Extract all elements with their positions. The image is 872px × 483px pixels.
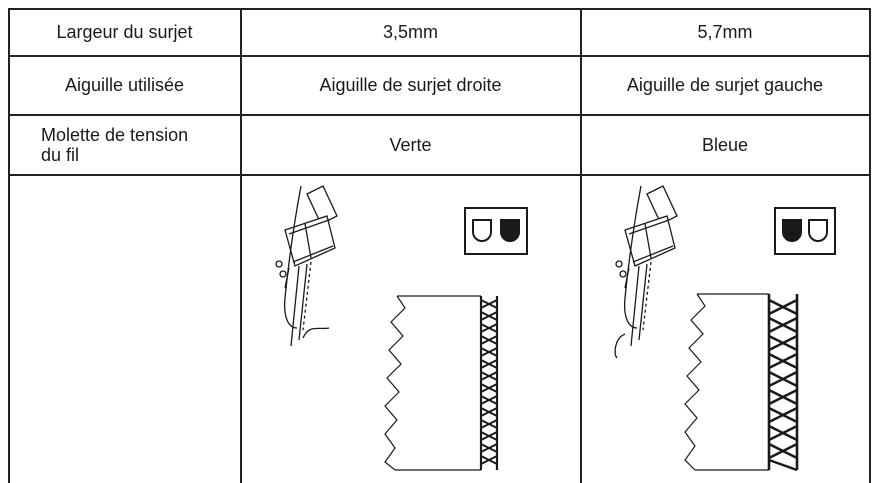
stitch-width-label: Largeur du surjet (56, 22, 193, 42)
right-needle-text: Aiguille de surjet droite (319, 75, 502, 95)
tension-green-text: Verte (389, 134, 432, 155)
row-label-stitch-width: Largeur du surjet (9, 9, 240, 55)
table-border-left (8, 8, 10, 483)
stitch-width-value-1: 3,5mm (241, 9, 580, 55)
table-row-divider-2 (8, 114, 870, 116)
needle-used-value-2: Aiguille de surjet gauche (581, 56, 869, 114)
needle-position-indicator-right (464, 207, 528, 255)
illustration-left-needle (614, 185, 836, 472)
tension-dial-value-2: Bleue (581, 115, 869, 174)
table-border-top (8, 8, 870, 10)
stitch-width-5-7: 5,7mm (697, 22, 753, 42)
table-column-divider-2 (580, 8, 582, 483)
table-border-right (869, 8, 871, 483)
tension-dial-value-1: Verte (241, 115, 580, 174)
tension-dial-label-line1: Molette de tension (41, 124, 189, 145)
stitch-width-3-5: 3,5mm (382, 22, 438, 42)
table-row-divider-3 (8, 174, 870, 176)
presser-foot-left-needle (614, 185, 678, 359)
table-column-divider-1 (240, 8, 242, 483)
tension-blue-text: Bleue (701, 134, 749, 155)
fabric-narrow-overlock (384, 295, 499, 471)
presser-foot-right-needle (275, 185, 338, 347)
illustration-right-needle (275, 185, 528, 471)
needle-used-label: Aiguille utilisée (64, 75, 185, 95)
fabric-wide-overlock (684, 293, 799, 472)
tension-dial-label-line2: du fil (41, 144, 80, 165)
left-needle-text: Aiguille de surjet gauche (626, 75, 824, 95)
needle-position-indicator-left (774, 207, 836, 255)
needle-used-value-1: Aiguille de surjet droite (241, 56, 580, 114)
row-label-tension-dial: Molette de tension du fil (9, 115, 240, 174)
row-label-needle-used: Aiguille utilisée (9, 56, 240, 114)
stitch-width-value-2: 5,7mm (581, 9, 869, 55)
table-row-divider-1 (8, 55, 870, 57)
